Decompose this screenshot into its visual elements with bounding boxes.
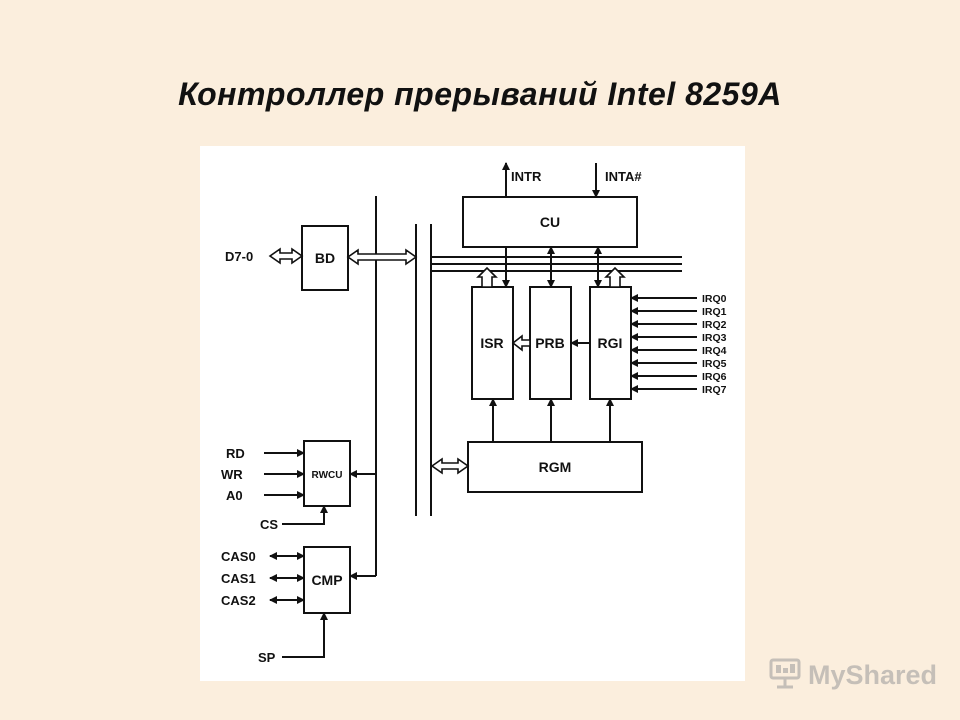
isr-up-hollow-arrow [476, 266, 498, 288]
d70-bus-arrow [268, 247, 304, 265]
watermark-brand: MyShared [808, 659, 938, 690]
irq7-label: IRQ7 [702, 384, 727, 396]
rgm-block [467, 441, 643, 493]
bd-block [301, 225, 349, 291]
rgi-up-hollow-arrow [604, 266, 626, 288]
watermark: MyShared [768, 655, 937, 695]
rd-label: RD [226, 446, 245, 461]
a0-label: A0 [226, 488, 243, 503]
cs-wire [282, 505, 328, 525]
isr-label: ISR [480, 335, 503, 351]
cu-label: CU [540, 214, 560, 230]
cas2-label: CAS2 [221, 593, 256, 608]
bd-label: BD [315, 250, 335, 266]
rgi-label: RGI [598, 335, 623, 351]
irq0-label: IRQ0 [702, 293, 727, 305]
irq3-label: IRQ3 [702, 332, 727, 344]
irq1-label: IRQ1 [702, 306, 727, 318]
intr-label: INTR [511, 169, 542, 184]
cas1-label: CAS1 [221, 571, 256, 586]
irq4-label: IRQ4 [702, 345, 727, 357]
diagram-canvas: CU BD ISR PRB RGI RGM CMP RWCU INTR INTA… [221, 162, 727, 665]
prb-isr-hollow-arrow [511, 334, 531, 352]
block-diagram: CU BD ISR PRB RGI RGM CMP RWCU INTR INTA… [200, 146, 745, 681]
d70-label: D7-0 [225, 249, 253, 264]
irq6-label: IRQ6 [702, 371, 727, 383]
wr-label: WR [221, 467, 243, 482]
irq2-label: IRQ2 [702, 319, 727, 331]
irq5-label: IRQ5 [702, 358, 727, 370]
cas0-label: CAS0 [221, 549, 256, 564]
slide-title: Контроллер прерываний Intel 8259A [178, 76, 782, 112]
prb-label: PRB [535, 335, 565, 351]
rgm-bus-arrow [430, 457, 470, 475]
rgm-label: RGM [539, 459, 572, 475]
bd-bus-arrow [346, 248, 418, 266]
cmp-label: CMP [311, 572, 342, 588]
rwcu-label: RWCU [312, 470, 343, 481]
sp-wire [282, 612, 328, 658]
presentation-board-icon [768, 656, 802, 695]
cs-label: CS [260, 517, 278, 532]
sp-label: SP [258, 650, 276, 665]
inta-label: INTA# [605, 169, 642, 184]
